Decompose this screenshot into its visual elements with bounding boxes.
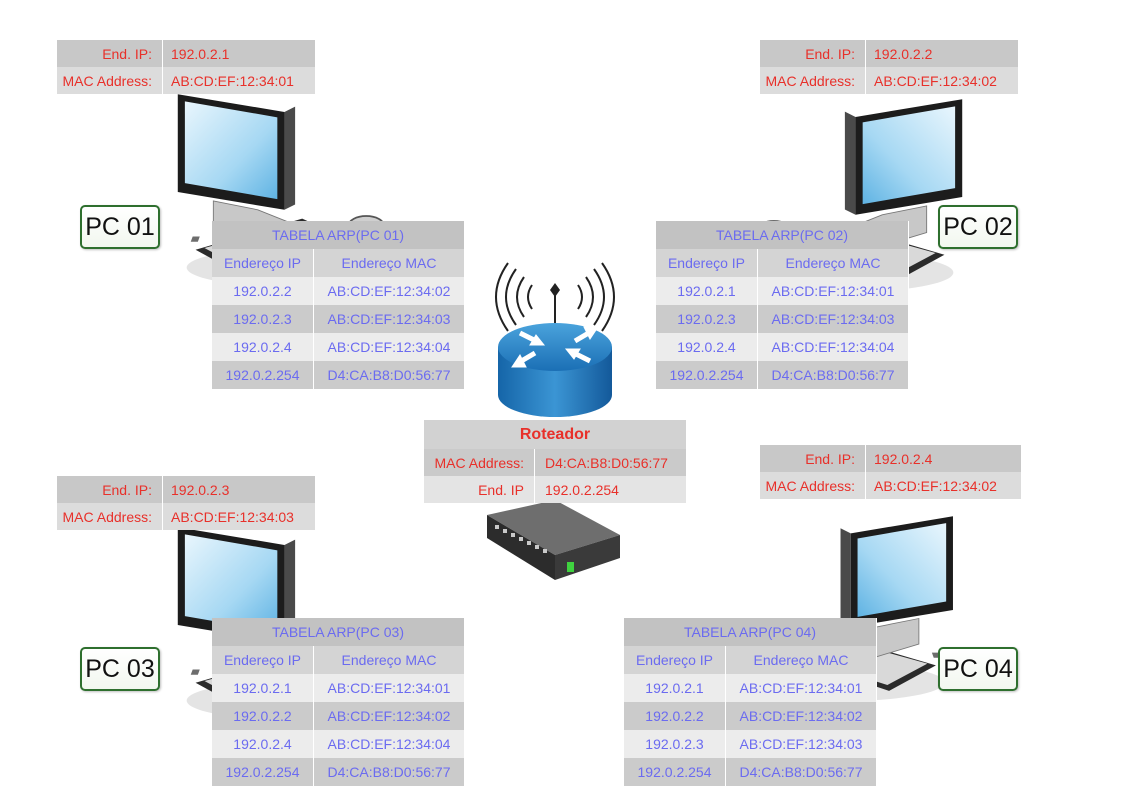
arp-ip: 192.0.2.3 bbox=[624, 730, 726, 758]
arp-ip: 192.0.2.4 bbox=[656, 333, 758, 361]
arp-mac: AB:CD:EF:12:34:01 bbox=[757, 277, 909, 305]
pc04-address-table: End. IP:192.0.2.4 MAC Address:AB:CD:EF:1… bbox=[760, 445, 1022, 499]
col-mac-header: Endereço MAC bbox=[313, 249, 465, 277]
pc03-label: PC 03 bbox=[80, 647, 160, 691]
arp-ip: 192.0.2.1 bbox=[624, 674, 726, 702]
col-ip-header: Endereço IP bbox=[656, 249, 758, 277]
mac-value: AB:CD:EF:12:34:03 bbox=[162, 503, 316, 530]
network-switch-icon bbox=[487, 500, 620, 580]
arp-ip: 192.0.2.254 bbox=[212, 361, 314, 389]
router-title: Roteador bbox=[424, 420, 687, 449]
mac-key: MAC Address: bbox=[760, 67, 866, 94]
arp-ip: 192.0.2.4 bbox=[212, 333, 314, 361]
arp-ip: 192.0.2.254 bbox=[624, 758, 726, 786]
col-mac-header: Endereço MAC bbox=[757, 249, 909, 277]
arp-mac: AB:CD:EF:12:34:04 bbox=[313, 333, 465, 361]
arp-ip: 192.0.2.3 bbox=[656, 305, 758, 333]
ip-key: End. IP: bbox=[57, 476, 163, 503]
pc01-address-table: End. IP:192.0.2.1 MAC Address:AB:CD:EF:1… bbox=[57, 40, 316, 94]
router-ip-value: 192.0.2.254 bbox=[534, 476, 687, 503]
arp-ip: 192.0.2.1 bbox=[656, 277, 758, 305]
arp-mac: AB:CD:EF:12:34:04 bbox=[313, 730, 465, 758]
ip-value: 192.0.2.2 bbox=[865, 40, 1019, 67]
arp-title: TABELA ARP(PC 01) bbox=[212, 221, 465, 249]
arp-ip: 192.0.2.2 bbox=[212, 277, 314, 305]
wireless-router-icon bbox=[495, 262, 615, 417]
router-address-table: Roteador MAC Address:D4:CA:B8:D0:56:77 E… bbox=[424, 420, 687, 503]
col-ip-header: Endereço IP bbox=[624, 646, 726, 674]
mac-value: AB:CD:EF:12:34:02 bbox=[865, 67, 1019, 94]
arp-title: TABELA ARP(PC 04) bbox=[624, 618, 877, 646]
mac-key: MAC Address: bbox=[760, 472, 866, 499]
arp-mac: D4:CA:B8:D0:56:77 bbox=[313, 758, 465, 786]
pc02-address-table: End. IP:192.0.2.2 MAC Address:AB:CD:EF:1… bbox=[760, 40, 1019, 94]
arp-mac: D4:CA:B8:D0:56:77 bbox=[757, 361, 909, 389]
pc01-label: PC 01 bbox=[80, 205, 160, 249]
arp-title: TABELA ARP(PC 03) bbox=[212, 618, 465, 646]
router-mac-value: D4:CA:B8:D0:56:77 bbox=[534, 449, 687, 476]
ip-key: End. IP: bbox=[57, 40, 163, 67]
arp-mac: AB:CD:EF:12:34:01 bbox=[725, 674, 877, 702]
mac-key: MAC Address: bbox=[57, 503, 163, 530]
pc02-label: PC 02 bbox=[938, 205, 1018, 249]
arp-mac: D4:CA:B8:D0:56:77 bbox=[725, 758, 877, 786]
arp-mac: AB:CD:EF:12:34:03 bbox=[313, 305, 465, 333]
arp-mac: AB:CD:EF:12:34:03 bbox=[725, 730, 877, 758]
col-mac-header: Endereço MAC bbox=[725, 646, 877, 674]
arp-mac: D4:CA:B8:D0:56:77 bbox=[313, 361, 465, 389]
col-ip-header: Endereço IP bbox=[212, 646, 314, 674]
ip-value: 192.0.2.4 bbox=[865, 445, 1022, 472]
ip-key: End. IP: bbox=[760, 445, 866, 472]
arp-mac: AB:CD:EF:12:34:02 bbox=[313, 277, 465, 305]
arp-ip: 192.0.2.4 bbox=[212, 730, 314, 758]
ip-key: End. IP: bbox=[760, 40, 866, 67]
arp-mac: AB:CD:EF:12:34:01 bbox=[313, 674, 465, 702]
mac-value: AB:CD:EF:12:34:02 bbox=[865, 472, 1022, 499]
col-ip-header: Endereço IP bbox=[212, 249, 314, 277]
arp-ip: 192.0.2.3 bbox=[212, 305, 314, 333]
arp-ip: 192.0.2.2 bbox=[624, 702, 726, 730]
mac-value: AB:CD:EF:12:34:01 bbox=[162, 67, 316, 94]
router-ip-key: End. IP bbox=[424, 476, 535, 503]
arp-mac: AB:CD:EF:12:34:02 bbox=[313, 702, 465, 730]
arp-title: TABELA ARP(PC 02) bbox=[656, 221, 909, 249]
arp-ip: 192.0.2.1 bbox=[212, 674, 314, 702]
col-mac-header: Endereço MAC bbox=[313, 646, 465, 674]
pc04-label: PC 04 bbox=[938, 647, 1018, 691]
arp-ip: 192.0.2.254 bbox=[656, 361, 758, 389]
arp-ip: 192.0.2.2 bbox=[212, 702, 314, 730]
arp-ip: 192.0.2.254 bbox=[212, 758, 314, 786]
arp-mac: AB:CD:EF:12:34:02 bbox=[725, 702, 877, 730]
arp-mac: AB:CD:EF:12:34:04 bbox=[757, 333, 909, 361]
ip-value: 192.0.2.3 bbox=[162, 476, 316, 503]
mac-key: MAC Address: bbox=[57, 67, 163, 94]
pc03-address-table: End. IP:192.0.2.3 MAC Address:AB:CD:EF:1… bbox=[57, 476, 316, 530]
ip-value: 192.0.2.1 bbox=[162, 40, 316, 67]
arp-mac: AB:CD:EF:12:34:03 bbox=[757, 305, 909, 333]
router-mac-key: MAC Address: bbox=[424, 449, 535, 476]
